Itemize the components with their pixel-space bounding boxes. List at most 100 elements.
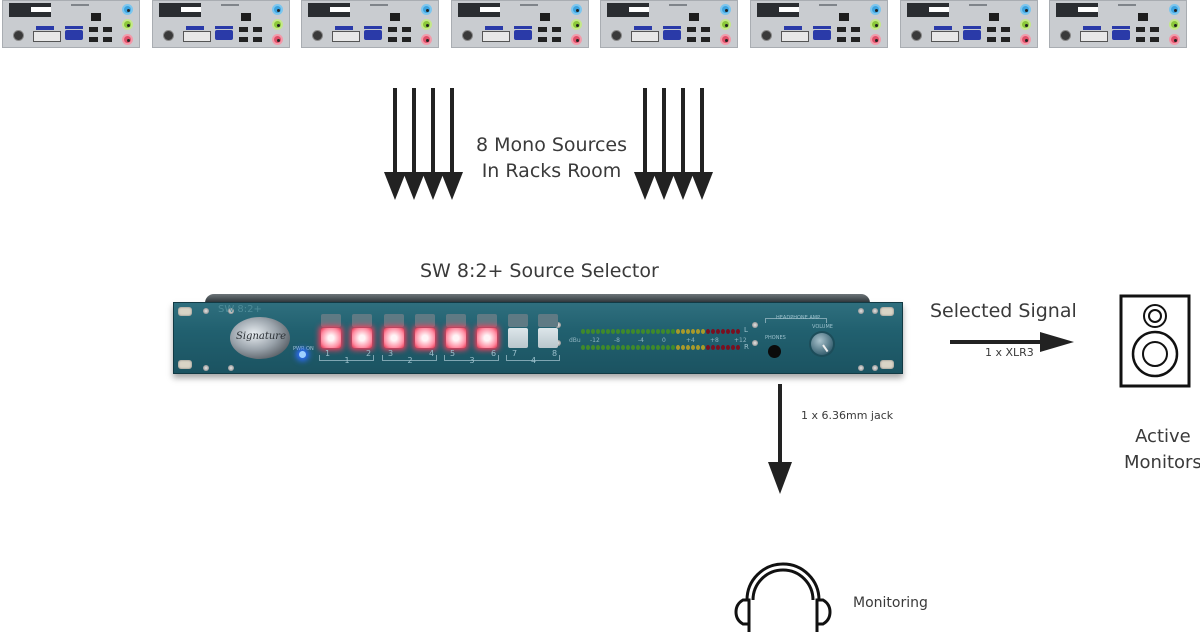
usb-port [388, 27, 398, 32]
dvi-port [33, 31, 61, 42]
usb-port [402, 27, 412, 32]
dvi-port [930, 31, 959, 42]
usb-port [1000, 37, 1010, 42]
meter-led [731, 345, 735, 350]
vga-port-label [962, 26, 981, 29]
serial-label [906, 3, 949, 17]
meter-led [621, 329, 625, 334]
meter-led [611, 345, 615, 350]
source-button-cap [446, 314, 466, 327]
group-bracket [382, 355, 437, 361]
ethernet-port [390, 13, 401, 21]
dvi-port-label [36, 26, 54, 30]
ethernet-port [689, 13, 700, 21]
source-button-cap [538, 314, 558, 327]
rack-ear-slot [178, 360, 192, 369]
output-arrow-icon [950, 332, 1074, 352]
screw [228, 365, 234, 371]
audio-jack-green [720, 19, 732, 30]
sources-label-line2: In Racks Room [481, 160, 622, 182]
vga-port-label [513, 26, 532, 29]
meter-led [686, 345, 690, 350]
audio-jack-blue [271, 4, 283, 15]
group-bracket [506, 355, 560, 361]
meter-led [681, 329, 685, 334]
meter-led [591, 329, 595, 334]
dvi-port-label [634, 26, 653, 30]
audio-jack-blue [570, 4, 582, 15]
dvi-port [1080, 31, 1109, 42]
usb-port [103, 27, 112, 32]
screw [752, 340, 758, 346]
source-computer-rear-panel [750, 0, 888, 48]
meter-led [626, 345, 630, 350]
usb-port [986, 37, 996, 42]
usb-port [1150, 37, 1160, 42]
meter-led [711, 345, 715, 350]
dc-power-port [461, 30, 473, 41]
usb-port [551, 37, 561, 42]
input-arrow-head [634, 172, 656, 200]
meter-led [691, 329, 695, 334]
model-label: SW 8:2+ [218, 304, 262, 315]
meter-scale-tick: -8 [614, 337, 620, 344]
meter-led [696, 329, 700, 334]
source-button-7[interactable] [508, 328, 528, 348]
dvi-port [332, 31, 361, 42]
source-button-number: 3 [388, 349, 394, 358]
meter-led [626, 329, 630, 334]
headphones-icon [734, 562, 832, 632]
meter-led [651, 345, 655, 350]
source-button-4[interactable] [415, 328, 435, 348]
vga-port-label [813, 26, 831, 29]
part-number [71, 4, 89, 6]
usb-port [701, 37, 711, 42]
meter-led [636, 345, 640, 350]
usb-port [537, 37, 547, 42]
audio-jack-pink [421, 34, 433, 45]
meter-led [686, 329, 690, 334]
volume-knob[interactable] [811, 333, 833, 355]
monitors-label-line2: Monitors [1124, 452, 1200, 473]
monitoring-label: Monitoring [853, 595, 928, 611]
vga-port [364, 30, 383, 40]
rack-ear-slot [880, 360, 894, 369]
meter-led [666, 345, 670, 350]
meter-led [716, 345, 720, 350]
usb-port [837, 37, 846, 42]
audio-jack-green [570, 19, 582, 30]
source-button-3[interactable] [384, 328, 404, 348]
part-number [220, 4, 239, 6]
source-button-cap [384, 314, 404, 327]
source-button-5[interactable] [446, 328, 466, 348]
rack-ear-slot [880, 307, 894, 316]
part-number [669, 4, 688, 6]
group-number: 3 [469, 356, 475, 365]
usb-port [1150, 27, 1160, 32]
meter-led [731, 329, 735, 334]
source-button-8[interactable] [538, 328, 558, 348]
source-button-1[interactable] [321, 328, 341, 348]
usb-port [851, 37, 860, 42]
usb-port [103, 37, 112, 42]
audio-jack-pink [1019, 34, 1031, 45]
meter-led [711, 329, 715, 334]
source-button-number: 6 [491, 349, 497, 358]
screw [228, 308, 234, 314]
screw [555, 322, 561, 328]
meter-scale-tick: 0 [662, 337, 666, 344]
group-bracket [319, 355, 374, 361]
source-button-6[interactable] [477, 328, 497, 348]
part-number [968, 4, 987, 6]
power-label: PWR ON [293, 346, 314, 352]
meter-led [696, 345, 700, 350]
source-computer-rear-panel [151, 0, 290, 48]
meter-led [611, 329, 615, 334]
source-button-number: 8 [552, 349, 558, 358]
source-button-2[interactable] [352, 328, 372, 348]
phones-jack[interactable] [768, 345, 781, 358]
audio-jack-green [1169, 19, 1181, 30]
screw [203, 365, 209, 371]
dvi-port [182, 31, 211, 42]
usb-port [89, 27, 98, 32]
